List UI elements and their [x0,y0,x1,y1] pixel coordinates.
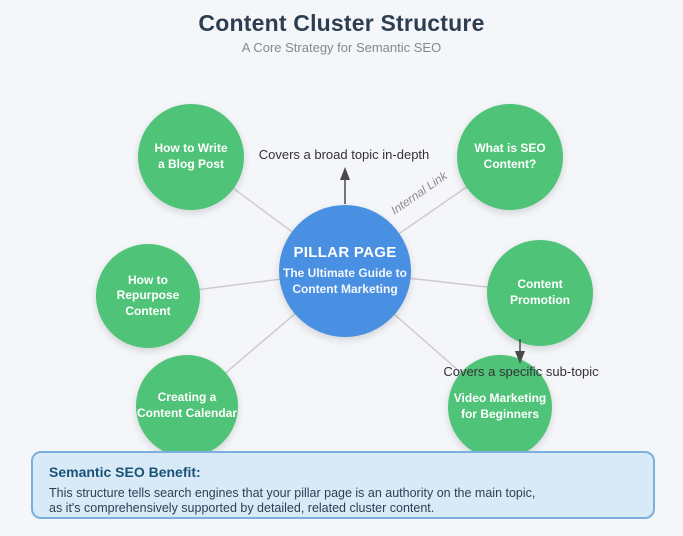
cluster-label: What is SEO Content? [474,141,546,171]
cluster-node-how-to-write-a-blog-post: How to Write a Blog Post [138,104,244,210]
benefit-body: This structure tells search engines that… [49,486,536,515]
broad-topic-annotation: Covers a broad topic in-depth [258,147,430,162]
cluster-label: Video Marketing for Beginners [453,391,547,421]
semantic-seo-benefit-box: Semantic SEO Benefit: This structure tel… [31,451,655,519]
pillar-subtitle: The Ultimate Guide to Content Marketing [282,266,407,296]
cluster-label: Content Promotion [510,277,570,307]
page-subtitle: A Core Strategy for Semantic SEO [241,40,442,55]
cluster-node-content-promotion: Content Promotion [487,240,593,346]
benefit-heading: Semantic SEO Benefit: [49,464,201,480]
cluster-node-how-to-repurpose-content: How to Repurpose Content [96,244,200,348]
specific-topic-annotation: Covers a specific sub-topic [443,364,599,379]
pillar-title: PILLAR PAGE [293,244,397,262]
broad-topic-arrow-icon [340,167,350,204]
cluster-label: How to Write a Blog Post [154,141,228,171]
cluster-node-what-is-seo-content: What is SEO Content? [457,104,563,210]
cluster-label: How to Repurpose Content [116,272,180,318]
pillar-page-node: PILLAR PAGE The Ultimate Guide to Conten… [279,205,411,337]
cluster-node-creating-a-content-calendar: Creating a Content Calendar [136,355,238,457]
page-title: Content Cluster Structure [198,10,485,36]
cluster-label: Creating a Content Calendar [136,390,237,420]
internal-link-annotation: Internal Link [388,168,450,218]
